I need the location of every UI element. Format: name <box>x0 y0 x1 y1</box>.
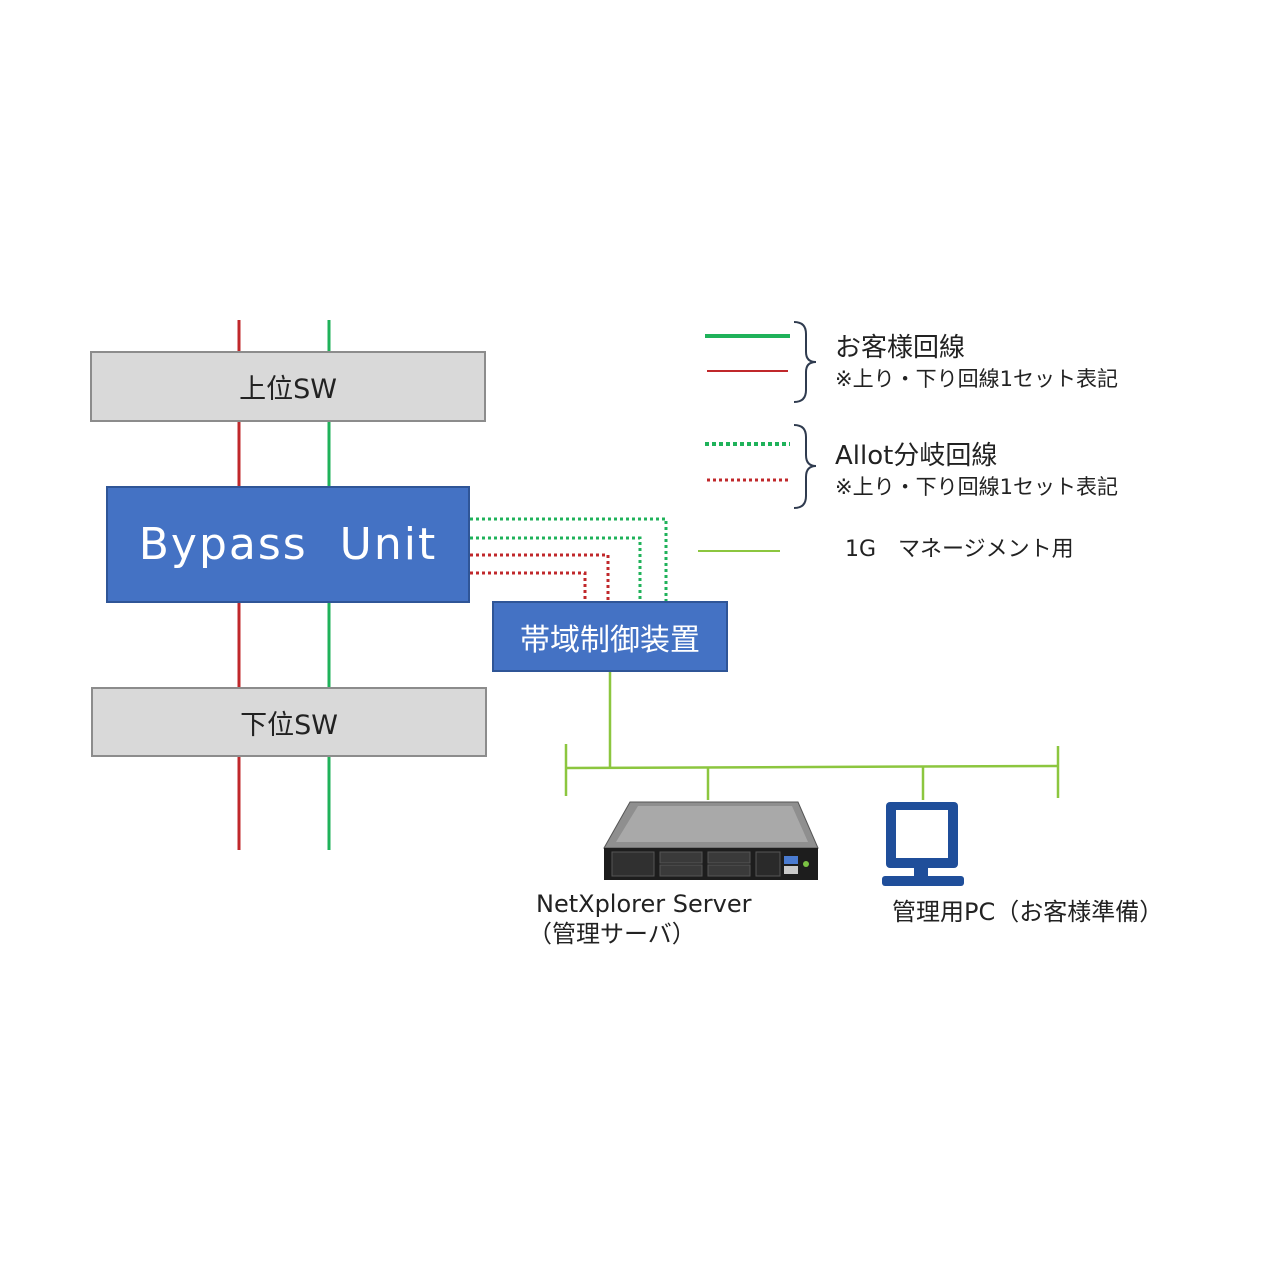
bandwidth-controller-label: 帯域制御装置 <box>520 622 700 658</box>
bypass-unit-box: Bypass Unit <box>106 486 470 603</box>
legend-brace-allot <box>793 424 817 509</box>
legend-management-label: 1G マネージメント用 <box>845 537 1074 562</box>
allot-line-green-outer <box>470 517 668 603</box>
bypass-unit-label: Bypass Unit <box>138 519 438 570</box>
lower-switch-label: 下位SW <box>240 709 338 741</box>
server-label-name: NetXplorer Server <box>536 890 752 918</box>
legend-customer-title: お客様回線 <box>835 333 966 363</box>
upper-switch-label: 上位SW <box>239 374 337 405</box>
legend-brace-customer <box>793 321 817 403</box>
upper-switch-box: 上位SW <box>90 351 486 422</box>
legend-allot-note: ※上り・下り回線1セット表記 <box>835 475 1118 499</box>
allot-line-green-inner <box>470 536 642 603</box>
legend-customer-note: ※上り・下り回線1セット表記 <box>835 367 1118 391</box>
mgmt-bus-line <box>565 764 1059 770</box>
pc-label: 管理用PC（お客様準備） <box>892 898 1164 926</box>
lower-switch-box: 下位SW <box>91 687 487 757</box>
server-label-role: （管理サーバ） <box>528 920 696 948</box>
legend-allot-title: Allot分岐回線 <box>835 441 998 471</box>
bandwidth-controller-box: 帯域制御装置 <box>492 601 728 672</box>
server-icon <box>603 801 819 880</box>
allot-line-red-inner <box>470 571 587 603</box>
allot-line-red-outer <box>470 553 610 603</box>
pc-monitor-icon <box>882 802 964 886</box>
